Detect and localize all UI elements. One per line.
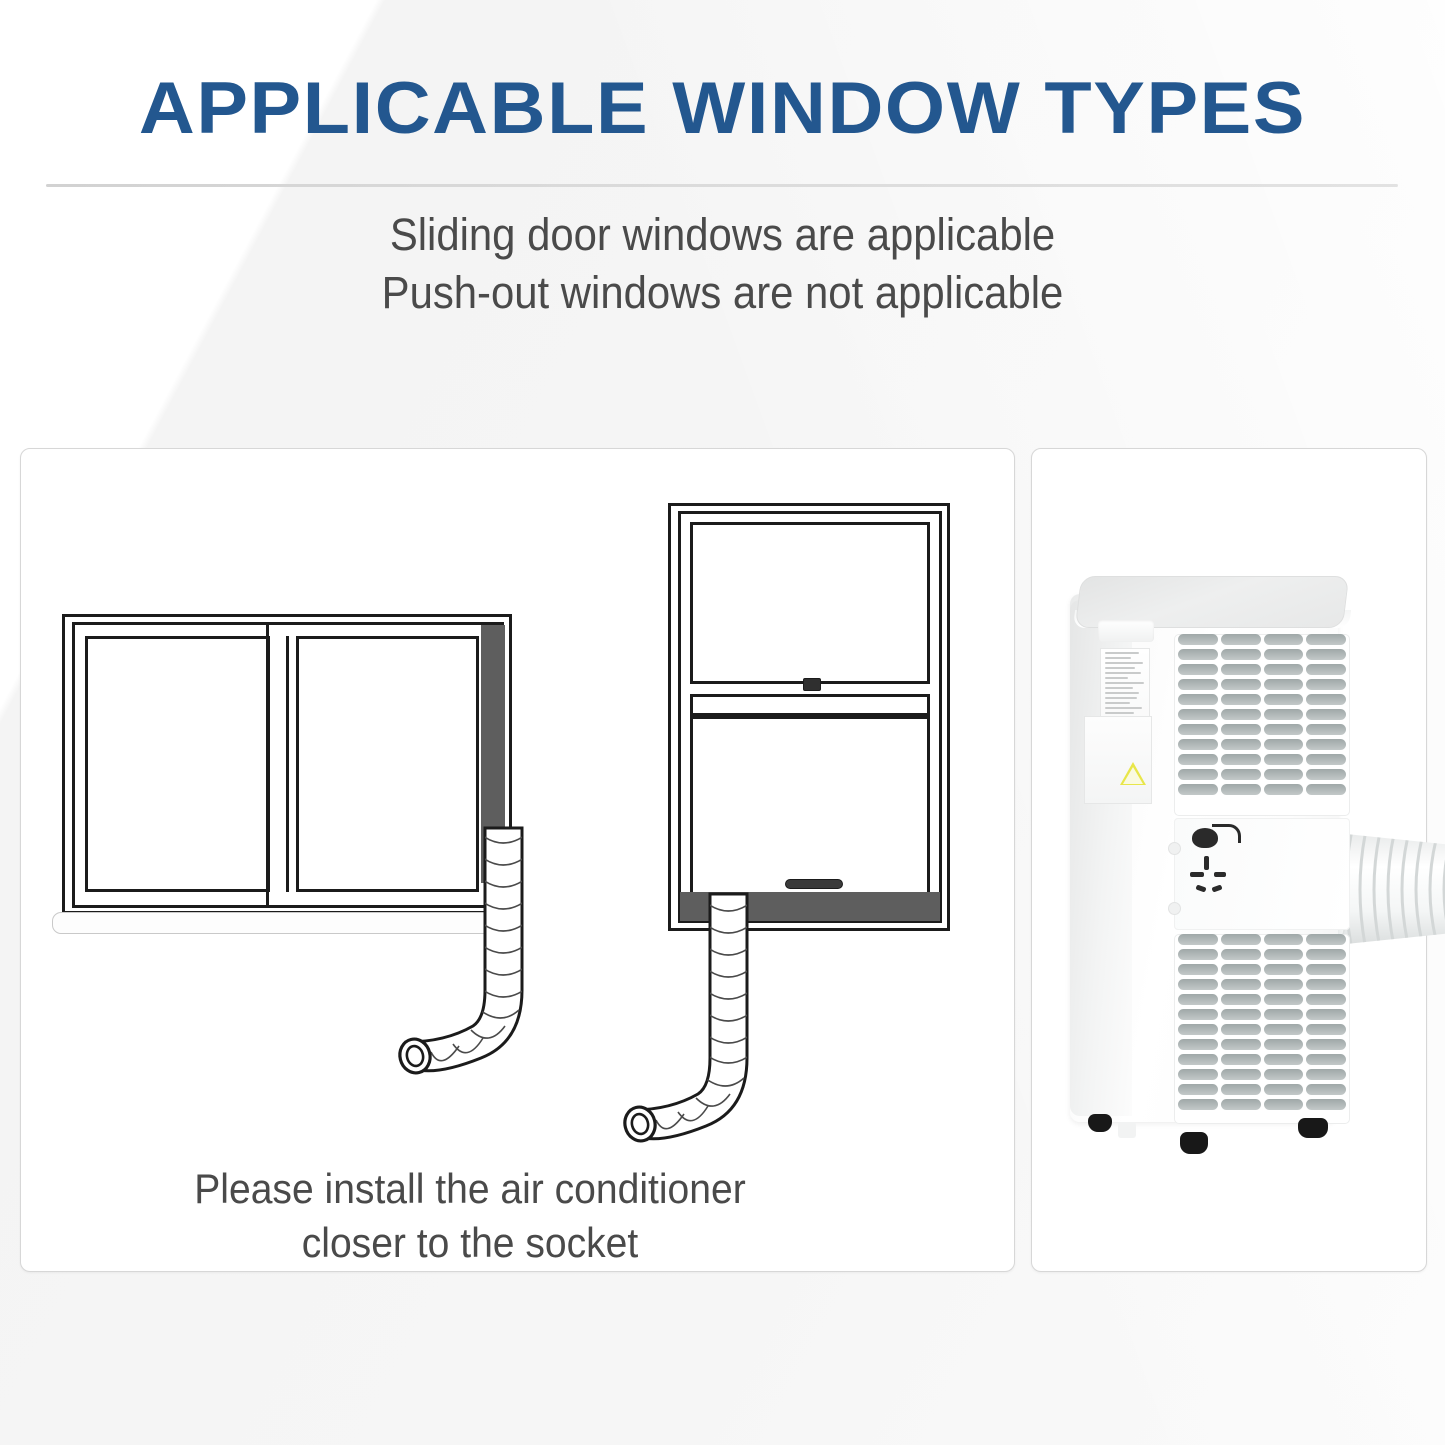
sash-window-lower-rail [690, 694, 930, 716]
sliding-window-pane-left [85, 636, 270, 892]
page-title: APPLICABLE WINDOW TYPES [138, 68, 1307, 149]
subtitle-line-2: Push-out windows are not applicable [381, 267, 1064, 318]
title-divider [46, 184, 1398, 187]
ac-lower-grille [1174, 934, 1350, 1124]
sash-window-latch [803, 678, 821, 691]
panel-caption-line-1: Please install the air conditioner [194, 1165, 746, 1212]
ac-side-handle [1098, 620, 1154, 642]
sliding-window-pane-right [296, 636, 479, 892]
ac-power-socket [1188, 856, 1228, 900]
sliding-window-mullion [266, 622, 269, 908]
sash-window-lift-handle [785, 879, 843, 889]
caster-wheel-front-right [1180, 1132, 1208, 1154]
panel-caption-line-2: closer to the socket [301, 1219, 639, 1266]
header: APPLICABLE WINDOW TYPES [0, 0, 1445, 145]
caster-wheel-back-right [1298, 1118, 1328, 1138]
subtitle-line-1: Sliding door windows are applicable [389, 209, 1056, 260]
ac-service-panel [1168, 818, 1350, 930]
sliding-window-stile [286, 636, 289, 892]
sash-window-exhaust-hose [610, 890, 790, 1180]
caster-wheel-front-left [1088, 1114, 1112, 1132]
ac-hazard-label [1084, 716, 1152, 804]
ac-panel-screw-top [1168, 842, 1181, 855]
portable-air-conditioner: CE [1062, 566, 1445, 1166]
ac-upper-grille [1174, 634, 1350, 816]
drain-cap-icon [1192, 828, 1218, 848]
panel-caption: Please install the air conditioner close… [40, 1162, 900, 1270]
sash-window-upper-pane [690, 522, 930, 684]
subtitle-block: Sliding door windows are applicable Push… [0, 206, 1445, 322]
flammable-warning-icon-inner [1123, 767, 1143, 784]
ac-foot-pad [1118, 1122, 1136, 1138]
sash-window-lower-pane [690, 716, 930, 895]
sliding-window-exhaust-hose [385, 820, 565, 1110]
ac-panel-screw-bottom [1168, 902, 1181, 915]
drain-tether-icon [1212, 824, 1241, 843]
